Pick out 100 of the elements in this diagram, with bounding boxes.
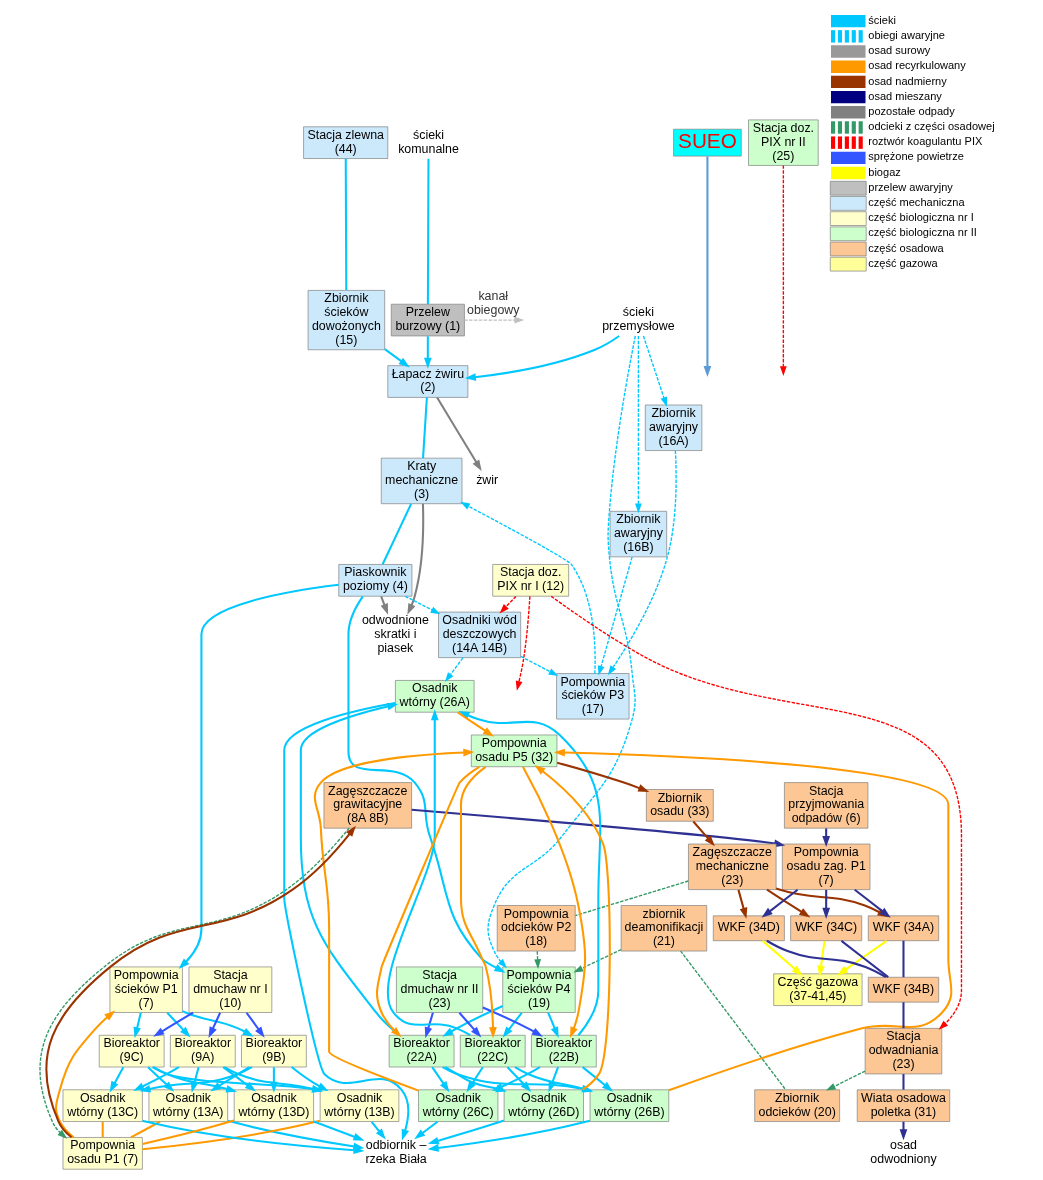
node-box: Pompownia odcieków P2 (18) — [496, 905, 576, 952]
arrow — [386, 709, 471, 1037]
arrow — [737, 889, 748, 919]
arrow — [407, 503, 425, 615]
arrow — [463, 316, 525, 324]
arrow — [380, 596, 389, 615]
node-box: Pompownia osadu zag. P1 (7) — [782, 843, 871, 890]
arrow — [550, 595, 963, 1030]
node-box: Zagęszczacze grawitacyjne (8A 8B) — [323, 782, 412, 829]
node-box: Zbiornik osadu (33) — [646, 789, 714, 822]
connector — [902, 940, 905, 978]
connector — [381, 503, 413, 565]
node-box: Stacja przyjmowania odpadów (6) — [784, 782, 869, 829]
arrow — [515, 595, 531, 691]
node-text: odbiornik – rzeka Biała — [365, 1138, 427, 1167]
node-box: Zbiornik awaryjny (16A) — [644, 404, 703, 451]
node-box: Osadnik wtórny (26C) — [418, 1089, 499, 1122]
node-box: Bioreaktor (22C) — [459, 1034, 526, 1068]
legend-label: roztwór koagulantu PIX — [868, 135, 983, 148]
node-box: WKF (34A) — [867, 915, 940, 942]
node-text: ścieki komunalne — [398, 127, 459, 156]
arrow — [245, 1012, 265, 1038]
arrow — [899, 1121, 908, 1141]
node-box: Kraty mechaniczne (3) — [380, 457, 463, 505]
arrow — [376, 765, 480, 1038]
connector — [902, 1074, 905, 1090]
node-text: żwir — [476, 472, 499, 487]
arrow — [817, 940, 826, 977]
node-box: Osadnik wtórny (13C) — [62, 1089, 143, 1122]
node-box: Wiata osadowa poletka (31) — [856, 1089, 951, 1122]
arrow — [423, 336, 432, 369]
arrow — [442, 1005, 504, 1037]
node-box: Stacja dmuchaw nr II (23) — [396, 966, 484, 1013]
arrow — [153, 1011, 194, 1037]
arrow — [460, 501, 596, 675]
arrow — [547, 1012, 559, 1039]
arrow — [182, 1010, 254, 1037]
arrow — [133, 1012, 142, 1039]
node-box: Piaskownik poziomy (4) — [338, 564, 413, 597]
arrow — [487, 335, 636, 969]
node-box: Zbiornik odcieków (20) — [754, 1089, 840, 1122]
arrow — [147, 1066, 175, 1092]
legend-label: osad nadmierny — [868, 74, 947, 87]
arrow — [779, 164, 787, 376]
arrow — [444, 657, 464, 683]
arrow — [384, 348, 410, 368]
legend-label: część biologiczna nr II — [868, 226, 977, 239]
arrow — [133, 1066, 180, 1092]
node-box: WKF (34D) — [712, 915, 785, 942]
node-box: Osadnik wtórny (13B) — [319, 1089, 400, 1122]
connector — [344, 158, 348, 291]
node-box: Pompownia osadu P5 (32) — [471, 734, 558, 768]
connector — [766, 939, 887, 979]
legend-label: część biologiczna nr I — [868, 211, 974, 224]
node-box: Bioreaktor (9A) — [170, 1034, 236, 1068]
connector — [142, 1119, 321, 1151]
legend-label: ścieki — [868, 13, 896, 26]
arrow — [313, 1120, 365, 1141]
node-box: Zagęszczacze mechaniczne (23) — [688, 843, 777, 890]
node-box: Pompownia ścieków P1 (7) — [109, 966, 183, 1013]
node-box: Łapacz żwiru (2) — [387, 365, 469, 398]
arrow — [427, 1119, 591, 1152]
arrow — [703, 156, 712, 378]
arrow — [482, 1006, 543, 1037]
legend-label: część osadowa — [868, 241, 944, 254]
node-box: Pompownia ścieków P4 (19) — [502, 966, 576, 1013]
arrow — [761, 888, 799, 918]
node-box: Przelew burzowy (1) — [390, 303, 465, 337]
arrow — [458, 1012, 482, 1038]
connector — [426, 158, 430, 304]
arrow — [548, 1066, 559, 1093]
node-text: odwodnione skratki i piasek — [361, 613, 429, 655]
node-text: osad odwodniony — [870, 1138, 937, 1167]
arrow — [692, 820, 715, 847]
node-box: Osadnik wtórny (26B) — [589, 1089, 670, 1122]
arrow — [502, 1012, 523, 1038]
arrow — [55, 1010, 116, 1139]
edge-label: kanał obiegowy — [467, 289, 520, 318]
legend-label: obiegi awaryjne — [868, 28, 945, 41]
legend-label: pozostałe odpady — [868, 104, 955, 117]
arrow — [222, 1066, 257, 1092]
arrow — [404, 595, 441, 615]
legend-label: osad mieszany — [868, 89, 942, 102]
arrow — [427, 1119, 505, 1145]
connector — [574, 880, 689, 917]
arrow — [109, 1066, 125, 1093]
arrow — [464, 335, 620, 381]
arrow — [499, 595, 517, 614]
node-box: Pompownia osadu P1 (7) — [62, 1137, 143, 1170]
node-box: Bioreaktor (9B) — [241, 1034, 307, 1068]
arrow — [597, 556, 633, 676]
legend-label: biogaz — [868, 165, 901, 178]
arrow — [431, 1066, 450, 1093]
arrow — [825, 1070, 866, 1091]
node-box: Stacja odwadniania (23) — [864, 1028, 943, 1075]
node-box: Pompownia ścieków P3 (17) — [556, 673, 630, 720]
node-box: Stacja zlewna (44) — [303, 126, 389, 159]
connector — [680, 950, 787, 1091]
node-box: Stacja dmuchaw nr I (10) — [188, 966, 273, 1013]
node-text: ścieki przemysłowe — [602, 305, 675, 334]
